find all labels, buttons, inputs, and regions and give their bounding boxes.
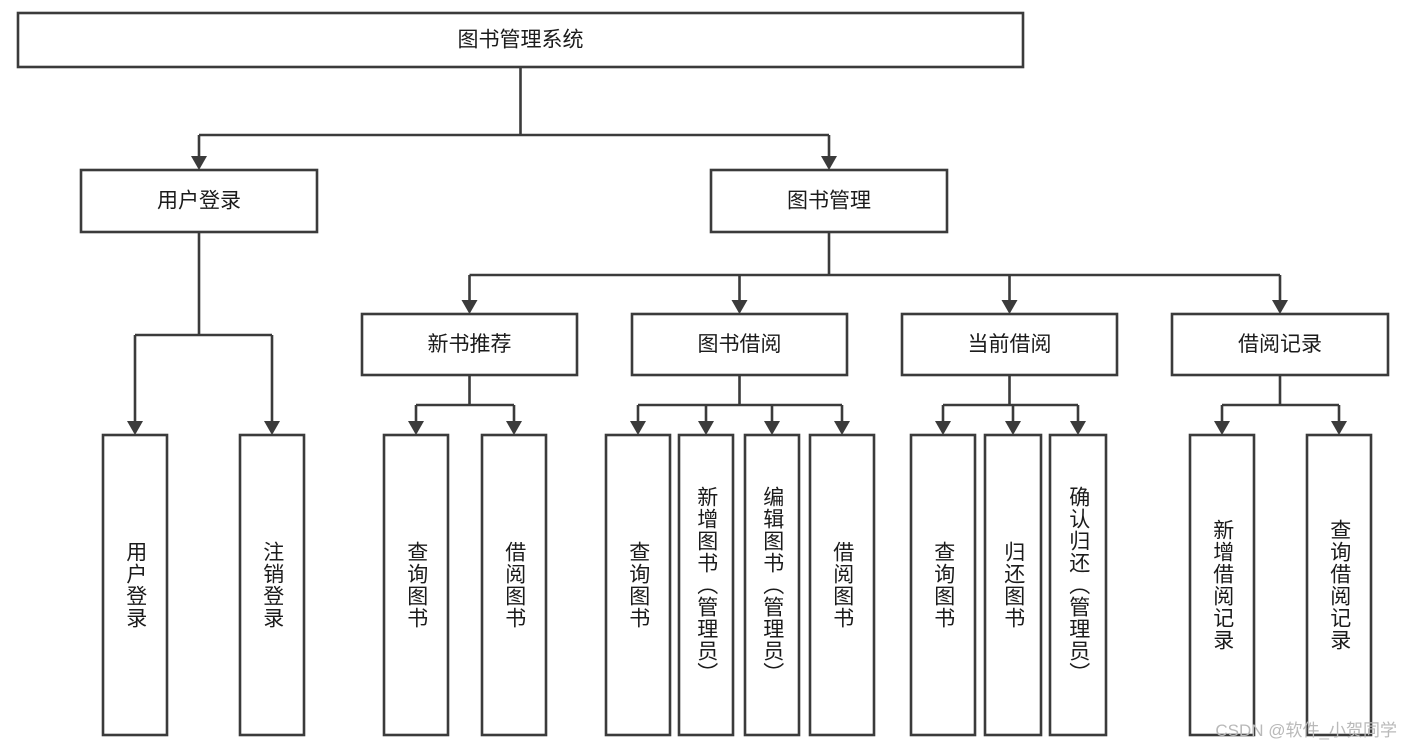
edge-borrow-edit-arrowhead [764,421,780,435]
node-leaf_8[interactable] [909,433,977,737]
edge-book-manage-borrow-arrowhead [731,300,748,314]
node-box-l2_0[interactable] [79,168,319,234]
edge-borrow-query-arrowhead [630,421,646,435]
node-leaf_3[interactable] [480,433,548,737]
node-label-l2_1: 图书管理 [787,190,871,213]
node-box-l3_1[interactable] [630,312,849,377]
edge-borrow-add-arrowhead [698,421,714,435]
edge-layer [127,67,1347,435]
node-box-leaf_2[interactable] [382,433,450,737]
node-box-leaf_4[interactable] [604,433,672,737]
node-label-l3_3: 借阅记录 [1238,333,1322,356]
node-leaf_0[interactable] [101,433,169,737]
node-l3_2[interactable]: 当前借阅 [900,312,1119,377]
edge-current-return-arrowhead [1005,421,1021,435]
node-box-leaf_12[interactable] [1305,433,1373,737]
node-box-leaf_7[interactable] [808,433,876,737]
node-leaf_11[interactable] [1188,433,1256,737]
node-leaf_6[interactable] [743,433,801,737]
edge-record-query-arrowhead [1331,421,1347,435]
edge-borrow-borrow-arrowhead [834,421,850,435]
node-label-l3_2: 当前借阅 [968,333,1052,356]
node-box-leaf_11[interactable] [1188,433,1256,737]
edge-book-manage-new-book-arrowhead [461,300,478,314]
node-box-l3_0[interactable] [360,312,579,377]
node-box-leaf_0[interactable] [101,433,169,737]
edge-record-add-arrowhead [1214,421,1230,435]
watermark: CSDN @软件_小贺同学 [1215,721,1397,740]
node-label-l3_0: 新书推荐 [428,333,512,356]
edge-current-query-arrowhead [935,421,951,435]
node-l3_0[interactable]: 新书推荐 [360,312,579,377]
edge-current-confirm-arrowhead [1070,421,1086,435]
edge-new-book-query-arrowhead [408,421,424,435]
node-leaf_1[interactable] [238,433,306,737]
edge-book-manage-current-arrowhead [1001,300,1018,314]
node-box-l3_2[interactable] [900,312,1119,377]
edge-user-login-logout-arrowhead [264,421,280,435]
node-leaf_9[interactable] [983,433,1043,737]
node-box-leaf_1[interactable] [238,433,306,737]
node-box-leaf_10[interactable] [1048,433,1108,737]
node-box-leaf_5[interactable] [677,433,735,737]
node-leaf_12[interactable] [1305,433,1373,737]
node-leaf_10[interactable] [1048,433,1108,737]
node-box-root[interactable] [16,11,1025,69]
node-l2_1[interactable]: 图书管理 [709,168,949,234]
node-leaf_7[interactable] [808,433,876,737]
node-leaf_5[interactable] [677,433,735,737]
node-root[interactable]: 图书管理系统 [16,11,1025,69]
node-label-l2_0: 用户登录 [157,190,241,213]
node-box-leaf_9[interactable] [983,433,1043,737]
node-label-root: 图书管理系统 [458,29,584,52]
edge-root-user-login-arrowhead [191,156,207,170]
edge-user-login-login-arrowhead [127,421,143,435]
edge-new-book-borrow-arrowhead [506,421,522,435]
node-l3_3[interactable]: 借阅记录 [1170,312,1390,377]
node-box-l3_3[interactable] [1170,312,1390,377]
node-label-l3_1: 图书借阅 [698,333,782,356]
node-leaf_2[interactable] [382,433,450,737]
node-box-leaf_3[interactable] [480,433,548,737]
node-l2_0[interactable]: 用户登录 [79,168,319,234]
edge-root-book-manage-arrowhead [821,156,837,170]
node-l3_1[interactable]: 图书借阅 [630,312,849,377]
node-box-leaf_8[interactable] [909,433,977,737]
edge-book-manage-record-arrowhead [1272,300,1288,314]
node-box-leaf_6[interactable] [743,433,801,737]
node-leaf_4[interactable] [604,433,672,737]
node-box-l2_1[interactable] [709,168,949,234]
